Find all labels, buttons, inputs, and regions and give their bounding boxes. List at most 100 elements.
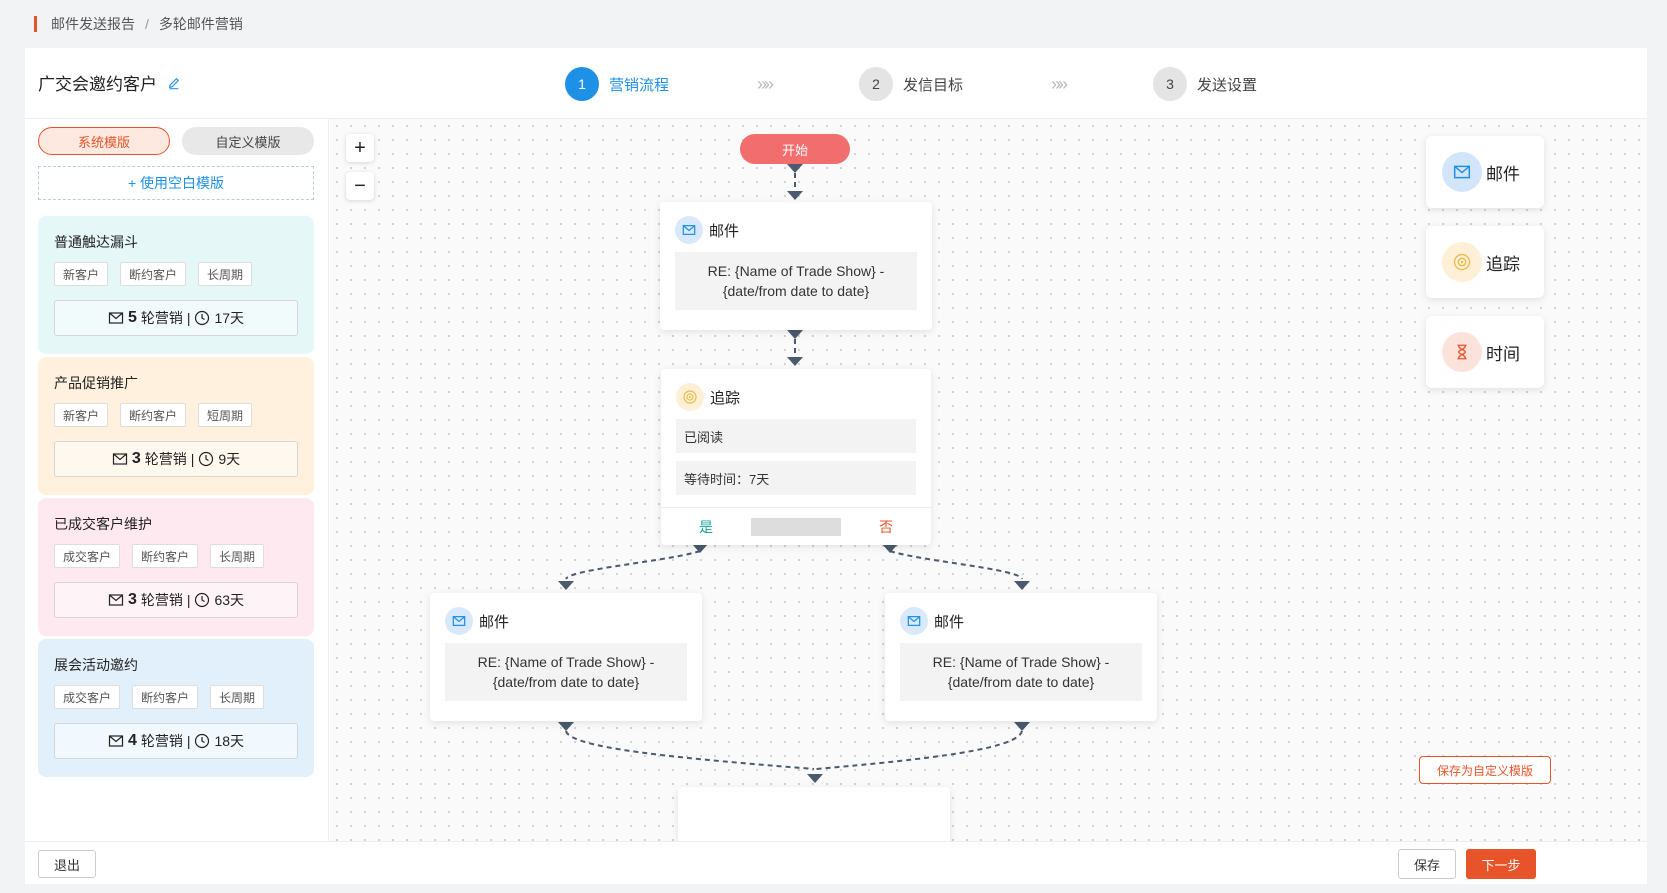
- node-mail-subject: RE: {Name of Trade Show} - {date/from da…: [445, 643, 687, 701]
- mail-icon: [675, 216, 703, 244]
- template-card[interactable]: 产品促销推广 新客户 断约客户 短周期 3 轮营销 | 9天: [38, 357, 314, 495]
- node-type-label: 邮件: [709, 222, 740, 240]
- palette-label: 时间: [1486, 344, 1520, 364]
- flow-node-track[interactable]: 追踪 已阅读 等待时间：7天 是 否: [661, 369, 931, 545]
- breadcrumb-parent-link[interactable]: 邮件发送报告: [51, 16, 135, 32]
- clock-icon: [195, 592, 210, 608]
- palette-item-time[interactable]: 时间: [1426, 316, 1544, 388]
- template-card-tags: 新客户 断约客户 长周期: [54, 262, 298, 286]
- mail-icon: [445, 607, 473, 635]
- palette-item-mail[interactable]: 邮件: [1426, 136, 1544, 208]
- template-tag: 新客户: [54, 403, 109, 427]
- template-card-stats: 5 轮营销 | 17天: [54, 300, 298, 336]
- tab-system-templates[interactable]: 系统模版: [38, 127, 170, 155]
- template-card[interactable]: 普通触达漏斗 新客户 断约客户 长周期 5 轮营销 | 17天: [38, 216, 314, 354]
- branch-yes[interactable]: 是: [699, 518, 713, 535]
- duration-days: 63天: [214, 592, 245, 608]
- campaign-title: 广交会邀约客户: [38, 75, 157, 94]
- node-type-label: 邮件: [479, 613, 510, 631]
- template-card-name: 展会活动邀约: [54, 657, 138, 673]
- node-mail-subject: RE: {Name of Trade Show} - {date/from da…: [900, 643, 1142, 701]
- template-tabs: 系统模版 自定义模版: [38, 127, 314, 155]
- mail-icon: [108, 594, 124, 606]
- header-divider: [25, 118, 1647, 119]
- duration-days: 18天: [214, 733, 245, 749]
- node-type-label: 追踪: [710, 389, 741, 407]
- rounds-label: 轮营销: [140, 592, 183, 608]
- zoom-in-button[interactable]: +: [346, 134, 374, 162]
- clock-icon: [195, 733, 210, 749]
- header: 广交会邀约客户 1 营销流程 »» 2 发信目标 »» 3 发送设置: [25, 48, 1647, 120]
- rounds-count: 3: [131, 450, 141, 467]
- branch-divider: [751, 517, 841, 536]
- flow-canvas[interactable]: + − 开始 邮件 RE: {Name of Trade Show} - {da…: [330, 119, 1647, 841]
- flow-start-node[interactable]: 开始: [740, 134, 850, 164]
- template-sidebar: 系统模版 自定义模版 + 使用空白模版 普通触达漏斗 新客户 断约客户 长周期 …: [25, 119, 329, 841]
- tab-custom-templates[interactable]: 自定义模版: [182, 127, 314, 155]
- template-card-tags: 成交客户 断约客户 长周期: [54, 544, 298, 568]
- palette-label: 邮件: [1486, 164, 1520, 184]
- template-card[interactable]: 已成交客户维护 成交客户 断约客户 长周期 3 轮营销 | 63天: [38, 498, 314, 636]
- mail-icon: [1442, 152, 1482, 192]
- flow-node-mail[interactable]: 邮件 RE: {Name of Trade Show} - {date/from…: [660, 202, 932, 330]
- clock-icon: [199, 451, 214, 467]
- palette-item-track[interactable]: 追踪: [1426, 226, 1544, 298]
- branch-no[interactable]: 否: [879, 518, 893, 535]
- flow-node-mail-yes[interactable]: 邮件 RE: {Name of Trade Show} - {date/from…: [430, 593, 702, 721]
- mail-icon: [108, 312, 124, 324]
- node-header: 追踪: [661, 369, 931, 411]
- rounds-count: 3: [127, 591, 137, 608]
- step-3[interactable]: 3 发送设置: [1153, 67, 1257, 101]
- rounds-label: 轮营销: [140, 733, 183, 749]
- template-tag: 长周期: [210, 544, 265, 568]
- step-1[interactable]: 1 营销流程: [565, 67, 669, 101]
- step-2[interactable]: 2 发信目标: [859, 67, 963, 101]
- breadcrumb-separator: /: [145, 16, 149, 32]
- mail-icon: [112, 453, 127, 465]
- step-1-number: 1: [565, 67, 599, 101]
- zoom-out-button[interactable]: −: [346, 172, 374, 200]
- node-header: 邮件: [885, 593, 1157, 635]
- stats-divider: |: [190, 451, 195, 467]
- mail-icon: [108, 735, 124, 747]
- next-step-button[interactable]: 下一步: [1466, 849, 1536, 879]
- page-title: 广交会邀约客户: [38, 70, 181, 95]
- node-header: 邮件: [430, 593, 702, 635]
- node-track-wait-time: 等待时间：7天: [676, 461, 916, 495]
- save-as-custom-template-button[interactable]: 保存为自定义模版: [1419, 756, 1551, 784]
- step-indicator: 1 营销流程 »» 2 发信目标 »» 3 发送设置: [565, 67, 1257, 101]
- flow-node-mail-no[interactable]: 邮件 RE: {Name of Trade Show} - {date/from…: [885, 593, 1157, 721]
- breadcrumb-accent-bar: [34, 16, 37, 32]
- template-tag: 断约客户: [132, 544, 199, 568]
- stats-divider: |: [186, 592, 191, 608]
- exit-button[interactable]: 退出: [38, 850, 96, 878]
- breadcrumb: 邮件发送报告 / 多轮邮件营销: [34, 14, 243, 34]
- duration-days: 17天: [214, 310, 245, 326]
- template-tag: 断约客户: [132, 685, 199, 709]
- template-card-tags: 新客户 断约客户 短周期: [54, 403, 298, 427]
- template-tag: 长周期: [198, 262, 253, 286]
- node-type-label: 邮件: [934, 613, 965, 631]
- template-tag: 新客户: [54, 262, 109, 286]
- step-arrow-icon: »»: [1051, 73, 1068, 94]
- step-3-label: 发送设置: [1197, 76, 1258, 94]
- step-3-number: 3: [1153, 67, 1188, 101]
- template-card[interactable]: 展会活动邀约 成交客户 断约客户 长周期 4 轮营销 | 18天: [38, 639, 314, 777]
- breadcrumb-current: 多轮邮件营销: [158, 16, 243, 32]
- rounds-label: 轮营销: [144, 451, 187, 467]
- template-tag: 成交客户: [54, 685, 121, 709]
- template-card-name: 普通触达漏斗: [54, 234, 138, 250]
- edit-pencil-icon[interactable]: [167, 76, 181, 90]
- use-blank-template-button[interactable]: + 使用空白模版: [38, 166, 314, 200]
- target-icon: [676, 383, 704, 411]
- flow-node-next[interactable]: [678, 787, 950, 841]
- rounds-count: 4: [127, 732, 137, 749]
- template-tag: 长周期: [210, 685, 265, 709]
- template-card-stats: 3 轮营销 | 63天: [54, 582, 298, 618]
- save-button[interactable]: 保存: [1398, 849, 1456, 879]
- palette-label: 追踪: [1486, 254, 1520, 274]
- template-tag: 成交客户: [54, 544, 121, 568]
- template-card-stats: 4 轮营销 | 18天: [54, 723, 298, 759]
- hourglass-icon: [1442, 332, 1482, 372]
- target-icon: [1442, 242, 1482, 282]
